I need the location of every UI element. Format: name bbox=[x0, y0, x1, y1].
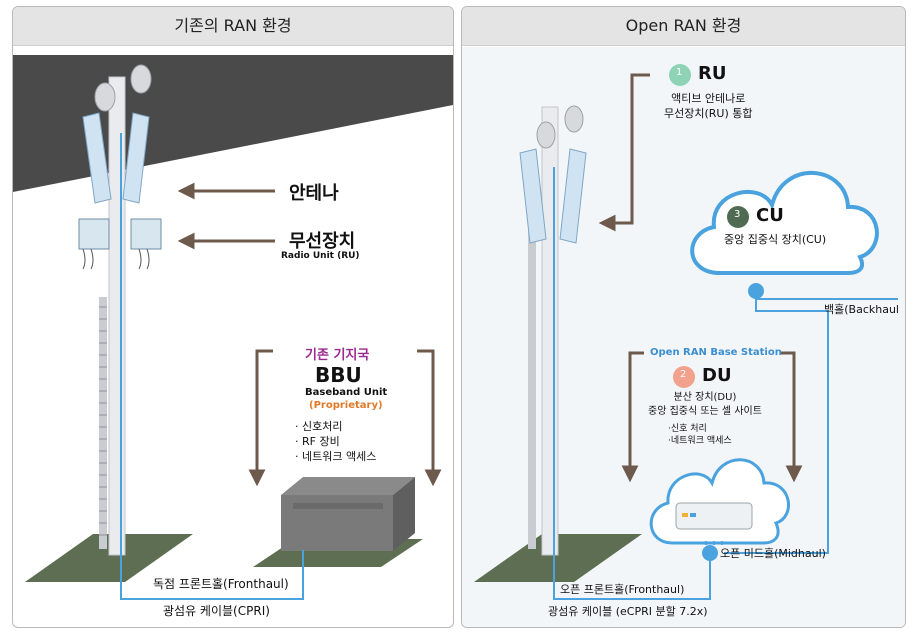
pointer-arrows bbox=[177, 182, 275, 250]
microwave-dish bbox=[536, 121, 556, 149]
bbu-function-list: · 신호처리 · RF 장비 · 네트워크 액세스 bbox=[295, 419, 376, 464]
du-label: DU bbox=[702, 365, 732, 386]
du-description-line: 중앙 집중식 또는 셀 사이트 bbox=[648, 406, 762, 417]
legacy-ran-panel: 기존의 RAN 환경 bbox=[12, 6, 454, 628]
du-description-line: 분산 장치(DU) bbox=[673, 392, 737, 403]
cpri-fiber-cable bbox=[120, 133, 304, 600]
open-ran-panel: Open RAN 환경 bbox=[461, 6, 906, 628]
bbu-sublabel: Baseband Unit bbox=[305, 387, 388, 398]
open-ran-scene: 1 RU 액티브 안테나로 무선장치(RU) 통합 3 CU 중앙 집중식 장치… bbox=[462, 47, 905, 627]
microwave-dish bbox=[94, 82, 116, 112]
active-antenna-panel bbox=[559, 148, 587, 244]
cable-label: 광섬유 케이블 (eCPRI 분할 7.2x) bbox=[548, 605, 708, 618]
active-antenna-panel bbox=[519, 148, 547, 244]
bbu-function-item: · 신호처리 bbox=[295, 420, 343, 433]
bbu-function-item: · 네트워크 액세스 bbox=[295, 450, 377, 463]
ru-description-line: 액티브 안테나로 bbox=[671, 92, 746, 105]
bbu-vent bbox=[293, 503, 383, 509]
tower-rungs bbox=[99, 306, 107, 536]
ru-description-line: 무선장치(RU) 통합 bbox=[664, 107, 753, 120]
ground-pad bbox=[474, 534, 642, 582]
du-badge-number: 2 bbox=[680, 369, 687, 380]
microwave-dish bbox=[564, 105, 584, 133]
panel-title: Open RAN 환경 bbox=[462, 7, 905, 46]
du-server bbox=[675, 502, 753, 530]
tower-ladder bbox=[528, 197, 536, 549]
bbu-function-item: · RF 장비 bbox=[295, 435, 340, 448]
radio-unit-label: 무선장치 bbox=[289, 231, 356, 252]
bbu-proprietary-tag: (Proprietary) bbox=[309, 400, 383, 411]
antenna-panel bbox=[122, 112, 150, 204]
radio-unit-sublabel: Radio Unit (RU) bbox=[281, 251, 360, 261]
legacy-base-station-label: 기존 기지국 bbox=[305, 348, 370, 363]
du-function-item: ·네트워크 액세스 bbox=[668, 436, 732, 446]
ru-badge bbox=[669, 64, 691, 86]
bbu-label: BBU bbox=[315, 363, 362, 387]
backhaul-label: 백홀(Backhaul bbox=[824, 303, 899, 316]
ru-pointer-arrow bbox=[598, 73, 650, 232]
legacy-ran-illustration bbox=[13, 55, 453, 600]
panel-title: 기존의 RAN 환경 bbox=[13, 7, 453, 46]
tower-pole bbox=[541, 106, 559, 556]
fronthaul-label: 독점 프론트홀(Fronthaul) bbox=[153, 577, 289, 591]
du-port bbox=[702, 545, 718, 561]
tower-pole bbox=[108, 76, 126, 556]
ground-pad bbox=[25, 534, 193, 582]
du-description: 분산 장치(DU) 중앙 집중식 또는 셀 사이트 bbox=[648, 391, 762, 419]
base-station-label: Open RAN Base Station bbox=[650, 347, 782, 358]
fiber-links bbox=[553, 167, 898, 600]
midhaul-label: 오픈 미드홀(Midhaul) bbox=[720, 547, 826, 560]
cu-badge bbox=[727, 206, 749, 228]
bbu-cabinet-top bbox=[281, 477, 415, 495]
cu-badge-number: 3 bbox=[734, 209, 741, 220]
bbu-brackets bbox=[248, 349, 442, 487]
radio-unit-box bbox=[130, 218, 162, 250]
antenna-panel bbox=[82, 112, 112, 204]
fronthaul-label: 오픈 프론트홀(Fronthaul) bbox=[560, 583, 685, 596]
radio-unit-box bbox=[78, 218, 110, 250]
ru-cables bbox=[82, 248, 150, 270]
cable-label: 광섬유 케이블(CPRI) bbox=[163, 604, 270, 618]
ru-label: RU bbox=[698, 63, 727, 84]
du-function-list: ·신호 처리 ·네트워크 액세스 bbox=[668, 423, 732, 447]
tower-ladder bbox=[99, 297, 107, 549]
cu-label: CU bbox=[756, 205, 784, 226]
du-badge bbox=[673, 366, 695, 388]
legacy-ran-scene: 안테나 무선장치 Radio Unit (RU) 기존 기지국 BBU Base… bbox=[13, 47, 453, 627]
ru-description: 액티브 안테나로 무선장치(RU) 통합 bbox=[664, 91, 753, 121]
antenna-label: 안테나 bbox=[289, 183, 339, 204]
cu-port bbox=[748, 283, 764, 299]
cu-description: 중앙 집중식 장치(CU) bbox=[724, 233, 827, 246]
open-ran-illustration bbox=[462, 47, 905, 627]
microwave-dish bbox=[130, 64, 152, 94]
cu-cloud bbox=[690, 170, 879, 275]
ru-badge-number: 1 bbox=[676, 67, 683, 78]
du-function-item: ·신호 처리 bbox=[668, 424, 707, 434]
bbu-cabinet-side bbox=[393, 477, 415, 551]
du-brackets bbox=[621, 351, 803, 483]
sky-background bbox=[13, 55, 453, 192]
